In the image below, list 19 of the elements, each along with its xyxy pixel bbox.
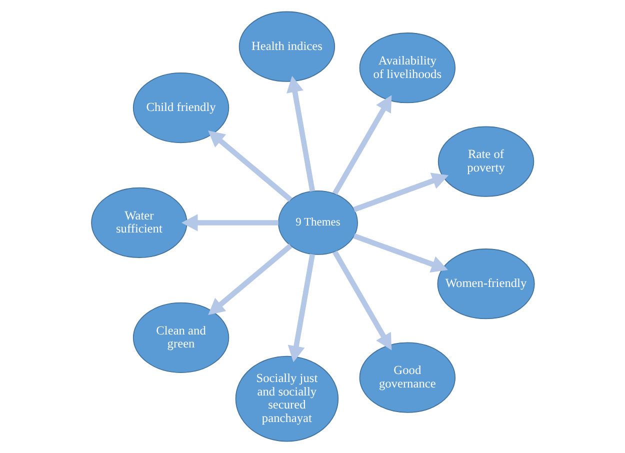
node-ellipse: Health indices [238,11,335,82]
node-ellipse: Child friendly [132,72,229,144]
arrow [332,250,392,350]
arrow [332,95,392,195]
node-ellipse: Good governance [358,342,456,413]
arrow [287,254,315,362]
arrow [208,130,292,202]
node-ellipse: Availability of livelihoods [358,32,456,104]
node-ellipse: Rate of poverty [437,126,534,197]
arrow [286,76,315,192]
node-ellipse: Clean and green [132,302,229,373]
arrow [180,214,278,232]
node-ellipse: Women-friendly [436,248,534,320]
node-ellipse: 9 Themes [278,190,358,255]
node-ellipse: Water sufficient [90,187,187,258]
arrow [352,233,448,272]
node-ellipse: Socially just and socially secured panchayat [234,356,338,442]
arrow [208,244,292,315]
arrow [352,172,448,212]
